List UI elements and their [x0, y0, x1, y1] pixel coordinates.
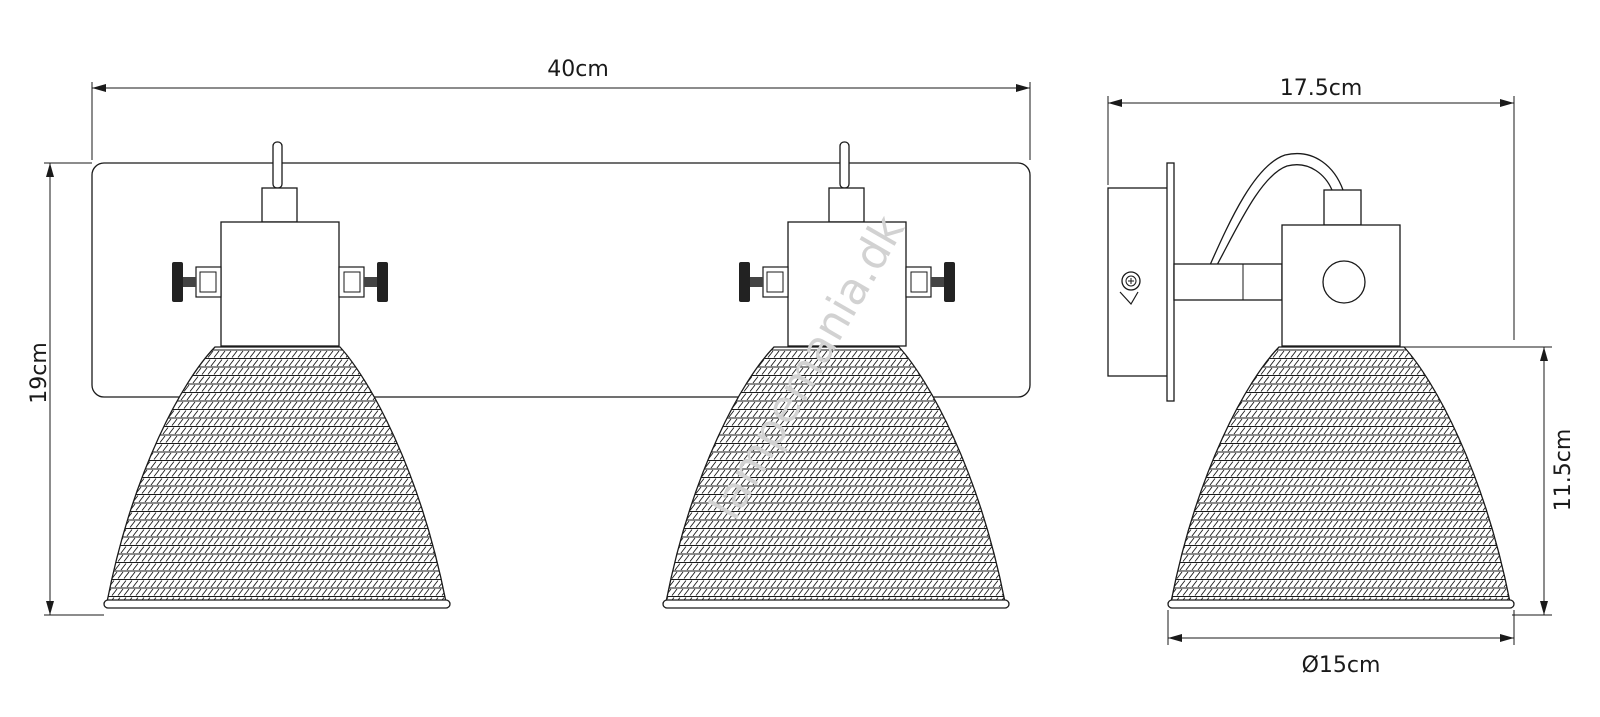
dimension-width: 40cm — [91, 57, 1031, 160]
adjust-knob-left — [739, 262, 750, 302]
spotlight-left — [103, 141, 451, 609]
dimension-height: 19cm — [27, 162, 104, 616]
knob-neck-left — [183, 277, 196, 287]
dimension-depth: 17.5cm — [1107, 76, 1515, 340]
cable-stub — [272, 141, 283, 189]
knob-neck-right — [931, 277, 944, 287]
dimension-label-shade-height: 11.5cm — [1551, 429, 1576, 512]
dimension-label-depth: 17.5cm — [1280, 76, 1363, 101]
dimension-diameter: Ø15cm — [1167, 610, 1515, 678]
cable-stub — [839, 141, 850, 189]
dimension-label-width: 40cm — [547, 57, 609, 82]
top-connector — [1323, 189, 1362, 226]
side-view: 17.5cm 11.5cm Ø15cm — [1107, 76, 1576, 678]
adjust-knob-left — [172, 262, 183, 302]
dimension-label-diameter: Ø15cm — [1302, 653, 1381, 678]
screw-inner — [1125, 275, 1137, 287]
shade-rim — [662, 599, 1010, 609]
adjust-knob-right — [377, 262, 388, 302]
top-connector — [261, 187, 298, 223]
pivot-pin-inner-left — [199, 271, 217, 293]
adjust-knob-right — [944, 262, 955, 302]
power-cable — [1209, 153, 1344, 266]
mount-block — [220, 221, 340, 347]
dimension-shade-height: 11.5cm — [1404, 346, 1576, 616]
pivot-pin-inner-left — [766, 271, 784, 293]
swing-arm — [1173, 263, 1283, 301]
cable-clip — [1119, 291, 1139, 306]
front-view: 40cm 19cm — [27, 57, 1031, 616]
shade-rim — [1167, 599, 1515, 609]
knob-neck-right — [364, 277, 377, 287]
shade-rim — [103, 599, 451, 609]
power-cable-inner — [1216, 164, 1333, 266]
top-connector — [828, 187, 865, 223]
pivot-pin-inner-right — [343, 271, 361, 293]
dimension-label-height: 19cm — [27, 342, 52, 404]
knob-neck-left — [750, 277, 763, 287]
wall-plate-rim — [1166, 162, 1175, 402]
pivot-pin-inner-right — [910, 271, 928, 293]
